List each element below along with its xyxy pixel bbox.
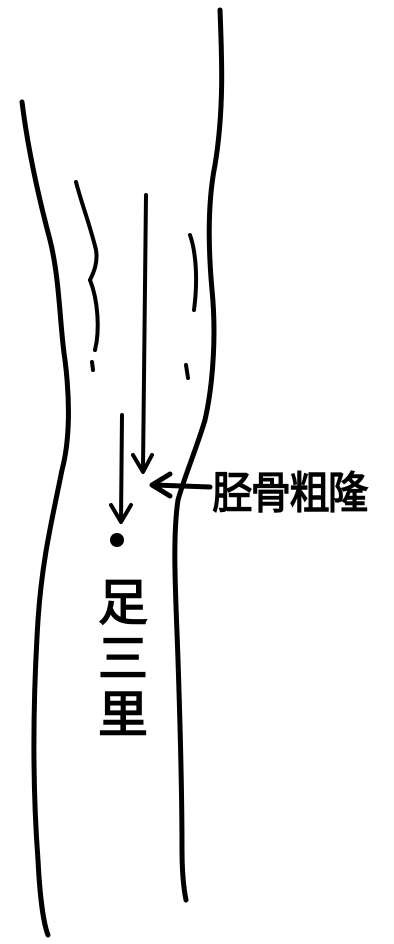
zusanli-arrow-head (109, 503, 133, 524)
kneecap-contour-lower (88, 278, 100, 352)
tuberosity-leader-line (151, 482, 213, 490)
leg-outline-right (172, 7, 225, 903)
knee-mark-left (90, 360, 95, 372)
leg-outline-left (19, 99, 71, 938)
zusanli-label: 足三里 (90, 576, 148, 744)
zusanli-point (110, 533, 124, 547)
tibial-arrow-head (131, 453, 154, 474)
tibial-arrow-line (141, 193, 148, 470)
tibial-tuberosity-label: 胫骨粗隆 (212, 468, 368, 519)
knee-contour-right (188, 233, 199, 312)
tuberosity-leader-head (149, 471, 173, 499)
knee-mark-right (184, 363, 190, 380)
kneecap-contour (74, 180, 99, 282)
zusanli-arrow-line (119, 413, 124, 522)
